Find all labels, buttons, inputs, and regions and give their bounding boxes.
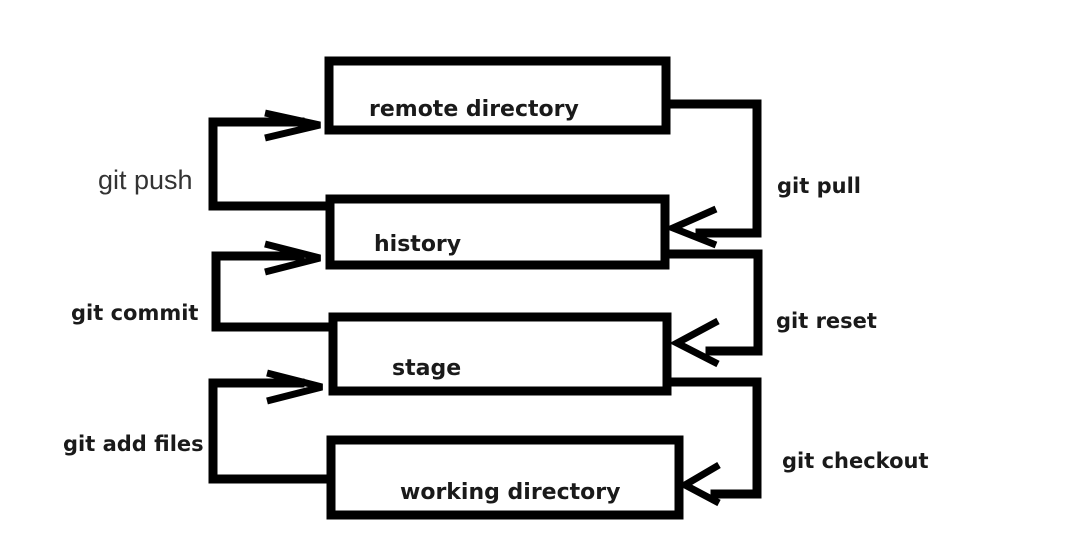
edge-git-push-label: git push <box>98 165 193 195</box>
edge-git-reset-label: git reset <box>776 309 877 333</box>
edge-git-commit-label: git commit <box>71 301 198 325</box>
arrow-right-icon <box>264 109 321 142</box>
arrow-right-icon <box>266 369 323 405</box>
arrow-left-icon <box>663 205 718 249</box>
edge-git-pull-line <box>661 99 762 238</box>
edge-git-push: git push <box>98 109 335 211</box>
node-working-directory: working directory <box>326 435 684 520</box>
edge-git-commit: git commit <box>71 240 338 332</box>
edge-git-reset: git reset <box>660 249 877 368</box>
node-stage-box <box>328 312 672 396</box>
node-history: history <box>325 194 670 270</box>
edge-git-pull-label: git pull <box>777 174 861 198</box>
edge-git-checkout-label: git checkout <box>782 449 929 473</box>
edge-git-push-line <box>208 117 335 211</box>
node-history-box <box>325 194 670 270</box>
node-history-label: history <box>374 232 461 257</box>
arrow-left-icon <box>669 317 720 368</box>
edge-git-add-files: git add files <box>63 369 336 484</box>
node-remote-directory-box <box>324 56 671 135</box>
edge-git-checkout: git checkout <box>662 377 929 507</box>
edge-git-add-files-label: git add files <box>63 432 204 456</box>
edge-git-pull: git pull <box>661 99 861 249</box>
node-stage-label: stage <box>392 356 461 381</box>
arrow-left-icon <box>677 461 721 507</box>
node-working-directory-box <box>326 435 684 520</box>
node-working-directory-label: working directory <box>400 480 620 505</box>
node-remote-directory-label: remote directory <box>369 97 579 122</box>
node-remote-directory: remote directory <box>324 56 671 135</box>
arrow-right-icon <box>264 240 321 276</box>
edge-git-reset-line <box>660 249 763 356</box>
edge-git-commit-line <box>211 251 338 332</box>
edge-git-add-files-line <box>208 378 336 484</box>
edge-git-checkout-line <box>662 377 762 499</box>
node-stage: stage <box>328 312 672 396</box>
